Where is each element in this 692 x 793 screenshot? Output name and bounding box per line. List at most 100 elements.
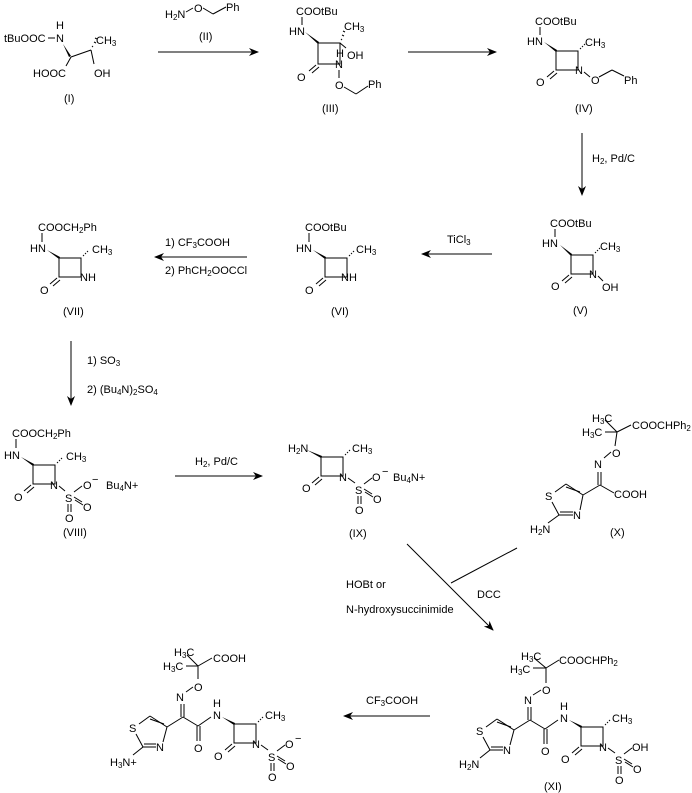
cbz-group: COOCH2Ph <box>38 222 97 235</box>
n-atom: N <box>50 480 58 492</box>
compound-VII: COOCH2Ph HN CH3 NH O (VII) <box>30 222 113 318</box>
s-atom: S <box>545 491 552 503</box>
n-atom: N <box>176 692 184 704</box>
double-bond <box>546 70 555 78</box>
h2n-group: H2N <box>288 443 308 456</box>
n-atom: N <box>594 459 602 471</box>
oh-group: OH <box>632 742 649 754</box>
boc-group: COOtBu <box>296 6 338 18</box>
double-bond <box>623 758 633 765</box>
n-atom: N <box>56 33 64 45</box>
double-bond <box>26 486 35 494</box>
wedge-bond <box>21 457 34 466</box>
carbonyl-o: O <box>551 281 560 293</box>
double-bond <box>311 66 320 74</box>
reagent-nhs: N-hydroxysuccinimide <box>346 604 454 616</box>
carbonyl-o: O <box>214 751 223 763</box>
ch3-group: CH3 <box>344 21 365 34</box>
amide-o: O <box>194 743 203 755</box>
hash-bond <box>340 30 346 41</box>
ring-n: N <box>156 742 164 754</box>
carbonyl-o: O <box>305 285 314 297</box>
o-atom: O <box>355 505 364 517</box>
reagent-ticl3: TiCl3 <box>447 234 471 247</box>
s-atom: S <box>129 723 136 735</box>
carbonyl-o: O <box>536 77 545 89</box>
minus-charge: − <box>92 474 98 486</box>
boc-group: COOtBu <box>305 222 347 234</box>
double-bond <box>23 484 32 492</box>
n-atom: N <box>589 269 597 281</box>
arrow-X-join <box>450 547 518 584</box>
o-atom: O <box>194 682 203 694</box>
h-atom: H <box>336 48 344 60</box>
o-minus: O <box>83 480 92 492</box>
double-bond <box>564 276 573 284</box>
o-atom: O <box>591 75 600 87</box>
bond <box>90 49 95 65</box>
double-bond <box>624 761 634 768</box>
compound-I: tBuOOC H N HOOC OH CH3 (I) <box>4 20 117 105</box>
s-atom: S <box>268 752 275 764</box>
bond <box>599 484 615 494</box>
compound-label: (III) <box>322 103 339 115</box>
o-atom: O <box>286 761 295 773</box>
bond <box>529 719 546 730</box>
s-atom: S <box>615 755 622 767</box>
ch3-group: CH3 <box>96 35 117 48</box>
hash-bond <box>91 37 98 48</box>
ph-group: Ph <box>226 2 239 14</box>
reagent-hobt: HOBt or <box>346 579 386 591</box>
ring-bond <box>579 494 584 511</box>
bond <box>603 451 612 459</box>
amide-o: O <box>541 746 550 758</box>
ring-bond <box>485 718 498 728</box>
bond <box>339 42 347 49</box>
hash-bond <box>344 449 351 456</box>
compound-label: (II) <box>199 31 212 43</box>
bond <box>58 485 66 492</box>
cooh-group: COOH <box>614 489 647 501</box>
bond <box>545 659 560 669</box>
bond <box>355 85 369 95</box>
ph-group: Ph <box>368 79 381 91</box>
oh-group: OH <box>347 50 364 62</box>
carbonyl-o: O <box>40 285 49 297</box>
bond <box>623 747 633 755</box>
compound-XI: H3C H3C COOCHPh2 O N S N H2N O H N <box>459 651 649 793</box>
compound-label: (VI) <box>331 306 349 318</box>
bond <box>276 744 286 752</box>
compound-final: H3C H3C COOH O N S N H3N+ O H N <box>110 647 301 784</box>
double-bond <box>224 743 233 751</box>
methyl-1: H3C <box>592 413 612 426</box>
double-bond <box>318 279 327 287</box>
compound-VIII: COOCH2Ph HN CH3 N O S O − O O Bu4N+ (VII… <box>4 428 138 539</box>
h2n-group: H2N <box>165 9 185 22</box>
ch3-group: CH3 <box>352 443 373 456</box>
ring-bond <box>135 733 144 748</box>
bond <box>582 484 601 496</box>
reagent-cf3cooh: 1) CF3COOH <box>165 237 230 250</box>
double-bond <box>311 476 320 484</box>
reagent-cbzcl: 2) PhCH2OOCCl <box>165 265 247 278</box>
o-minus: O <box>285 739 294 751</box>
o-atom: O <box>615 775 624 787</box>
o-atom: O <box>633 764 642 776</box>
beta-lactam-ring <box>233 723 257 744</box>
bond <box>260 744 269 751</box>
hash-bond <box>594 247 601 254</box>
hash-bond <box>604 719 611 726</box>
double-bond <box>561 274 570 282</box>
reagent-h2-pdc: H2, Pd/C <box>592 153 635 166</box>
lactam-n: N <box>252 739 260 751</box>
wedge-bond <box>47 250 60 259</box>
counter-ion: Bu4N+ <box>393 472 425 485</box>
carbonyl-o: O <box>14 492 23 504</box>
amide-n: N <box>560 713 568 725</box>
boc-group: COOtBu <box>535 16 577 28</box>
beta-lactam-ring <box>317 42 341 65</box>
n-atom: N <box>575 65 583 77</box>
amino-group: H2N <box>459 759 479 772</box>
h-atom: H <box>560 701 568 713</box>
wedge-bond <box>560 245 572 256</box>
